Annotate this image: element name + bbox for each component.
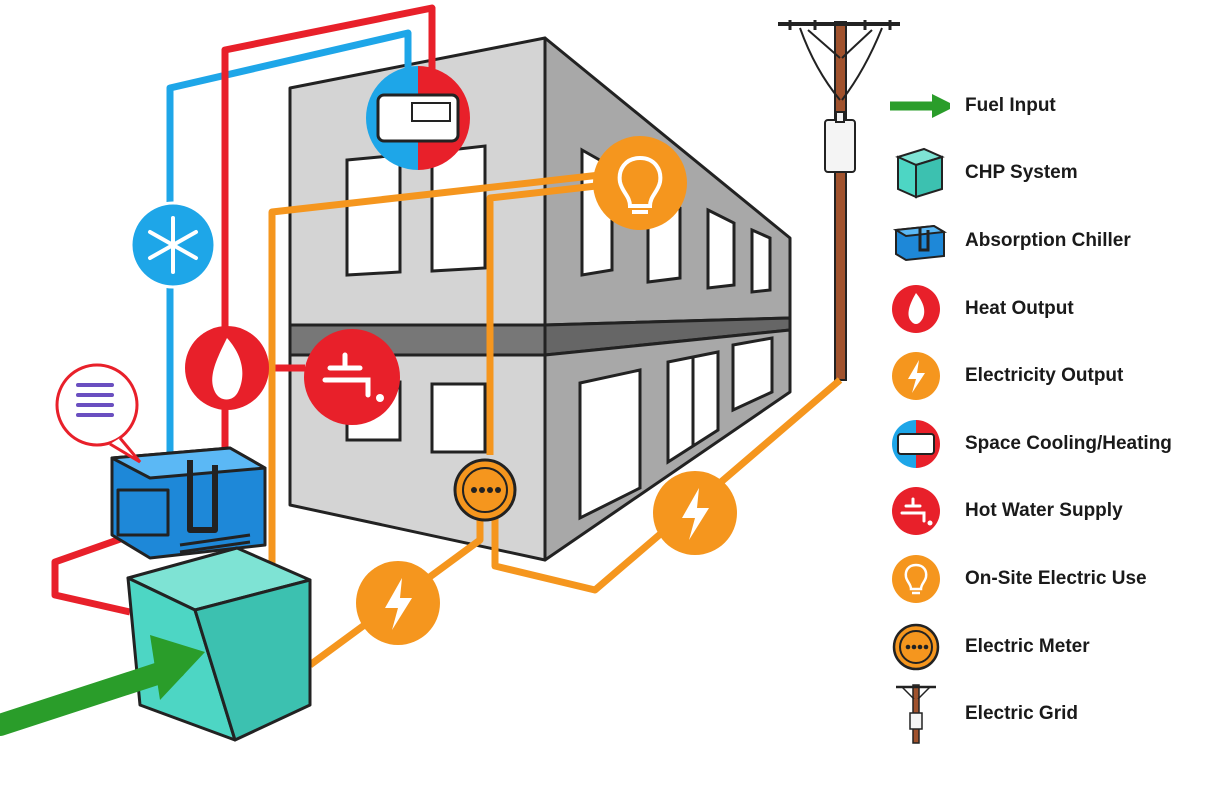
legend-item-electric-grid: Electric Grid	[890, 680, 1225, 748]
light-bulb-icon	[892, 554, 940, 603]
legend-item-heat-output: Heat Output	[890, 275, 1225, 343]
fuel-input-arrow	[0, 635, 205, 736]
legend-label: Electricity Output	[965, 365, 1124, 387]
legend-item-space-cooling-heating: Space Cooling/Heating	[890, 410, 1225, 478]
heat-exchanger-bubble	[55, 363, 142, 464]
legend-label: Electric Grid	[965, 703, 1078, 725]
flame-node	[185, 326, 269, 410]
absorption-chiller	[110, 446, 267, 560]
legend-item-on-site-electric-use: On-Site Electric Use	[890, 545, 1225, 613]
utility-pole	[778, 20, 900, 381]
legend-label: Fuel Input	[965, 94, 1056, 116]
legend-item-hot-water-supply: Hot Water Supply	[890, 478, 1225, 546]
faucet-node	[304, 329, 400, 425]
legend-label: Space Cooling/Heating	[965, 432, 1172, 454]
lightning-node-grid	[653, 471, 737, 555]
snowflake-node	[129, 201, 217, 289]
legend-label: Electric Meter	[965, 635, 1090, 657]
legend-item-fuel-input: Fuel Input	[890, 72, 1225, 140]
legend-label: Absorption Chiller	[965, 229, 1131, 251]
legend-item-chp-system: CHP System	[890, 140, 1225, 208]
utility-pole-icon	[896, 684, 936, 744]
flame-icon	[892, 284, 940, 333]
legend-label: CHP System	[965, 162, 1078, 184]
electric-meter-node	[453, 458, 517, 522]
faucet-icon	[892, 487, 940, 536]
teal-cube-icon	[895, 148, 945, 199]
legend: Fuel Input CHP System Absorption Chiller…	[890, 72, 1225, 748]
lightning-node-lower	[356, 561, 440, 645]
legend-item-absorption-chiller: Absorption Chiller	[890, 207, 1225, 275]
green-arrow-icon	[890, 93, 950, 118]
legend-item-electricity-output: Electricity Output	[890, 342, 1225, 410]
chiller-icon	[892, 224, 948, 262]
thermostat-icon	[892, 419, 940, 468]
legend-label: Hot Water Supply	[965, 500, 1123, 522]
legend-label: On-Site Electric Use	[965, 567, 1147, 589]
legend-item-electric-meter: Electric Meter	[890, 613, 1225, 681]
electric-meter-icon	[892, 623, 940, 670]
light-bulb-node	[593, 136, 687, 230]
thermostat-node	[366, 66, 470, 170]
legend-label: Heat Output	[965, 297, 1074, 319]
lightning-bolt-icon	[892, 352, 940, 401]
